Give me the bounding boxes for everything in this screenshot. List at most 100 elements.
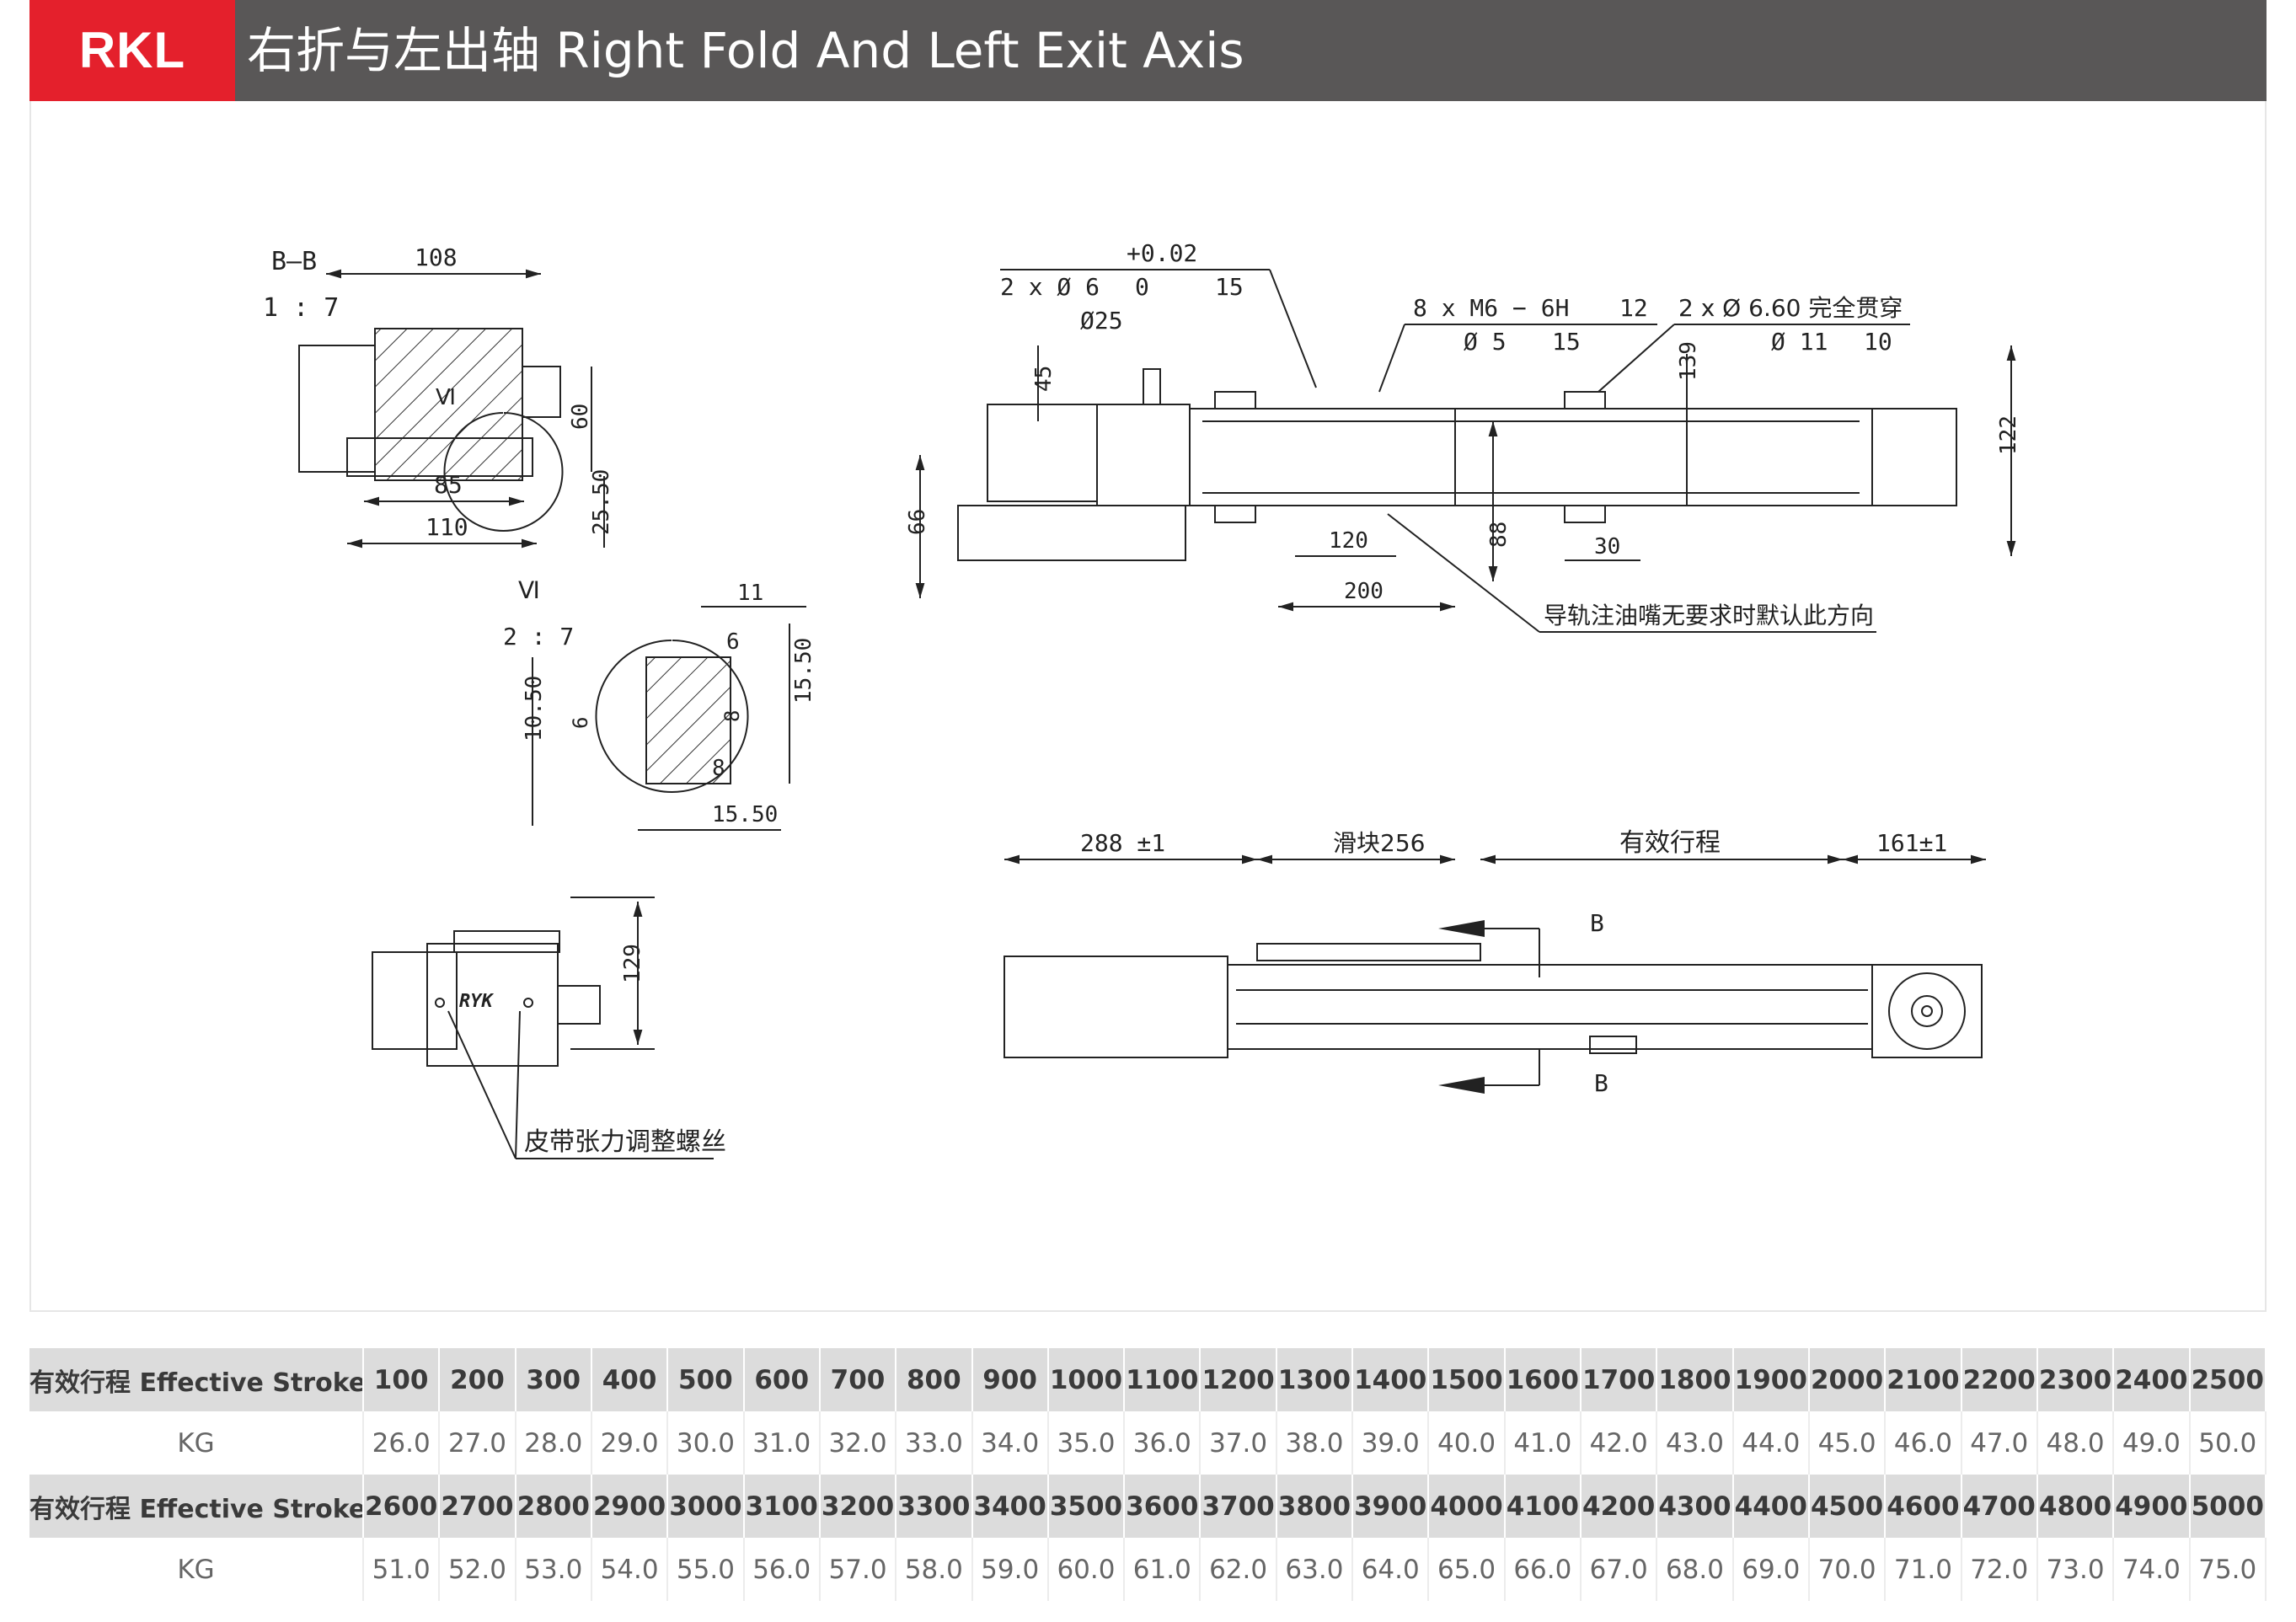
bore-note: Ø25 xyxy=(1080,307,1123,335)
stroke-cell: 1300 xyxy=(1276,1348,1354,1411)
weight-cell: 57.0 xyxy=(819,1538,897,1601)
section-mark-top: B xyxy=(1590,909,1604,937)
end-view: RYK 129 皮带张力调整螺丝 xyxy=(372,897,726,1159)
m6-sub-note: Ø 5 xyxy=(1464,328,1507,356)
stroke-cell: 3200 xyxy=(819,1475,897,1538)
stroke-cell: 4300 xyxy=(1656,1475,1734,1538)
detail-vi-label: Ⅵ xyxy=(518,576,540,604)
weight-cell: 73.0 xyxy=(2036,1538,2115,1601)
weight-cell: 51.0 xyxy=(363,1538,441,1601)
weight-cell: 67.0 xyxy=(1581,1538,1658,1601)
stroke-cell: 3100 xyxy=(743,1475,821,1538)
stroke-cell: 4200 xyxy=(1581,1475,1658,1538)
model-badge: RKL xyxy=(29,0,235,101)
weight-cell: 45.0 xyxy=(1808,1411,1887,1475)
weight-row-label: KG xyxy=(29,1411,364,1475)
weight-cell: 63.0 xyxy=(1276,1538,1354,1601)
weight-cell: 49.0 xyxy=(2113,1411,2191,1475)
dim-60: 60 xyxy=(568,404,593,430)
pin-tol-upper: +0.02 xyxy=(1127,239,1197,267)
weight-cell: 71.0 xyxy=(1885,1538,1962,1601)
stroke-cell: 2200 xyxy=(1961,1348,2038,1411)
dim-10-50: 10.50 xyxy=(522,676,547,741)
stroke-cell: 2900 xyxy=(591,1475,669,1538)
weight-cell: 47.0 xyxy=(1961,1411,2038,1475)
stroke-cell: 4700 xyxy=(1961,1475,2038,1538)
top-view: 288 ±1 滑块256 有效行程 161±1 B B xyxy=(1003,828,1986,1097)
drawing-panel: B—B 1 : 7 Ⅵ 108 60 85 110 25.50 Ⅵ 2 : 7 … xyxy=(29,101,2267,1312)
model-code: RKL xyxy=(78,22,186,78)
stroke-cell: 1700 xyxy=(1581,1348,1658,1411)
stroke-cell: 4000 xyxy=(1428,1475,1506,1538)
stroke-cell: 2700 xyxy=(439,1475,516,1538)
stroke-cell: 2500 xyxy=(2189,1348,2267,1411)
dim-15-50-h: 15.50 xyxy=(712,802,778,827)
weight-cell: 26.0 xyxy=(363,1411,441,1475)
weight-cell: 58.0 xyxy=(896,1538,973,1601)
dim-288: 288 ±1 xyxy=(1080,829,1165,857)
m6-depth: 12 xyxy=(1619,294,1648,322)
weight-cell: 40.0 xyxy=(1428,1411,1506,1475)
stroke-cell: 400 xyxy=(591,1348,669,1411)
weight-cell: 59.0 xyxy=(971,1538,1049,1601)
weight-cell: 61.0 xyxy=(1124,1538,1202,1601)
dim-30: 30 xyxy=(1594,534,1620,559)
dim-85: 85 xyxy=(434,471,463,499)
stroke-cell: 200 xyxy=(439,1348,516,1411)
stroke-cell: 1000 xyxy=(1047,1348,1126,1411)
through-hole-sub: Ø 11 xyxy=(1771,328,1828,356)
weight-cell: 50.0 xyxy=(2189,1411,2267,1475)
slider-length: 滑块256 xyxy=(1333,829,1425,857)
weight-cell: 55.0 xyxy=(667,1538,745,1601)
m6-sub-depth: 15 xyxy=(1552,328,1581,356)
stroke-cell: 4400 xyxy=(1732,1475,1810,1538)
weight-cell: 28.0 xyxy=(515,1411,592,1475)
weight-cell: 35.0 xyxy=(1047,1411,1126,1475)
pin-note: 2 x Ø 6 xyxy=(1000,273,1100,301)
dim-122: 122 xyxy=(1996,415,2021,455)
stroke-cell: 2100 xyxy=(1885,1348,1962,1411)
stroke-cell: 4600 xyxy=(1885,1475,1962,1538)
stroke-cell: 300 xyxy=(515,1348,592,1411)
weight-cell: 74.0 xyxy=(2113,1538,2191,1601)
dim-66: 66 xyxy=(905,509,930,535)
dim-120: 120 xyxy=(1329,528,1368,554)
weight-cell: 32.0 xyxy=(819,1411,897,1475)
page-title: 右折与左出轴 Right Fold And Left Exit Axis xyxy=(247,22,1244,79)
stroke-cell: 3700 xyxy=(1200,1475,1277,1538)
weight-cell: 41.0 xyxy=(1504,1411,1582,1475)
weight-cell: 68.0 xyxy=(1656,1538,1734,1601)
dim-161: 161±1 xyxy=(1876,829,1947,857)
stroke-cell: 1400 xyxy=(1352,1348,1430,1411)
stroke-cell: 600 xyxy=(743,1348,821,1411)
stroke-cell: 3800 xyxy=(1276,1475,1354,1538)
section-bb-scale: 1 : 7 xyxy=(263,293,339,323)
stroke-cell: 100 xyxy=(363,1348,441,1411)
weight-cell: 46.0 xyxy=(1885,1411,1962,1475)
belt-tension-note: 皮带张力调整螺丝 xyxy=(524,1127,726,1157)
stroke-cell: 3400 xyxy=(971,1475,1049,1538)
weight-cell: 75.0 xyxy=(2189,1538,2267,1601)
stroke-cell: 3900 xyxy=(1352,1475,1430,1538)
weight-cell: 34.0 xyxy=(971,1411,1049,1475)
stroke-row-label: 有效行程 Effective Stroke xyxy=(29,1475,364,1538)
technical-drawing: B—B 1 : 7 Ⅵ 108 60 85 110 25.50 Ⅵ 2 : 7 … xyxy=(263,239,2021,1159)
dim-15-50-v: 15.50 xyxy=(791,638,816,704)
weight-cell: 31.0 xyxy=(743,1411,821,1475)
weight-cell: 56.0 xyxy=(743,1538,821,1601)
dim-108: 108 xyxy=(415,244,458,271)
weight-cell: 33.0 xyxy=(896,1411,973,1475)
weight-cell: 52.0 xyxy=(439,1538,516,1601)
stroke-cell: 2600 xyxy=(363,1475,441,1538)
stroke-cell: 1200 xyxy=(1200,1348,1277,1411)
weight-cell: 29.0 xyxy=(591,1411,669,1475)
dim-11: 11 xyxy=(737,581,763,606)
stroke-cell: 900 xyxy=(971,1348,1049,1411)
weight-cell: 65.0 xyxy=(1428,1538,1506,1601)
stroke-cell: 3000 xyxy=(667,1475,745,1538)
brand-logo: RYK xyxy=(459,991,494,1012)
weight-cell: 69.0 xyxy=(1732,1538,1810,1601)
